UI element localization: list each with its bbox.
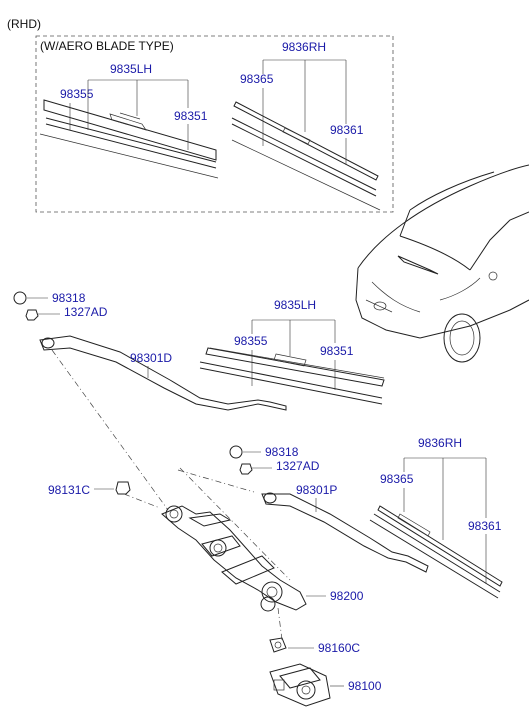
pivot-nut-label: 98131C — [48, 483, 90, 497]
cap-rh — [229, 445, 243, 459]
rh-blade — [369, 505, 503, 599]
nut-lh — [25, 309, 39, 321]
lh-blade-label: 98355 — [234, 334, 268, 348]
arm-lh — [39, 335, 287, 411]
aero-rh-insert-label: 98361 — [330, 123, 364, 137]
nut-rh-label: 1327AD — [276, 459, 320, 473]
rh-assy-label: 9836RH — [418, 436, 462, 450]
linkage-label: 98200 — [330, 589, 364, 603]
linkage-assembly — [161, 505, 307, 612]
aero-lh-blade — [39, 99, 219, 179]
rh-leaders — [403, 457, 487, 584]
variant-label: (RHD) — [7, 17, 41, 31]
nut-rh — [239, 463, 253, 475]
arm-lh-label: 98301D — [130, 351, 172, 365]
aero-rh-assy-label: 9836RH — [282, 40, 326, 54]
motor-label: 98100 — [348, 679, 382, 693]
aero-lh-blade-label: 98355 — [60, 87, 94, 101]
lh-leaders — [251, 319, 336, 390]
aero-rh-blade — [231, 101, 381, 211]
aero-lh-assy-label: 9835LH — [110, 62, 152, 76]
rh-blade-label: 98365 — [380, 472, 414, 486]
wiper-motor — [269, 663, 331, 707]
rh-insert-label: 98361 — [468, 519, 502, 533]
car-illustration — [355, 164, 529, 363]
aero-blade-box — [35, 35, 394, 213]
cap-lh — [13, 291, 27, 305]
lh-assy-label: 9835LH — [274, 298, 316, 312]
cap-lh-label: 98318 — [52, 291, 86, 305]
arm-rh-label: 98301P — [296, 483, 337, 497]
motor-bolt — [269, 637, 287, 653]
aero-lh-leaders — [69, 79, 189, 150]
arm-rh — [261, 492, 429, 573]
cap-rh-label: 98318 — [265, 445, 299, 459]
aero-rh-blade-label: 98365 — [240, 72, 274, 86]
aero-lh-insert-label: 98351 — [174, 109, 208, 123]
motor-bolt-label: 98160C — [318, 641, 360, 655]
alignment-lines — [51, 349, 291, 641]
lh-blade — [199, 347, 385, 405]
pivot-nut — [115, 481, 131, 495]
lh-insert-label: 98351 — [320, 344, 354, 358]
aero-box-title: (W/AERO BLADE TYPE) — [40, 39, 174, 53]
nut-lh-label: 1327AD — [64, 305, 108, 319]
aero-rh-leaders — [262, 59, 347, 165]
